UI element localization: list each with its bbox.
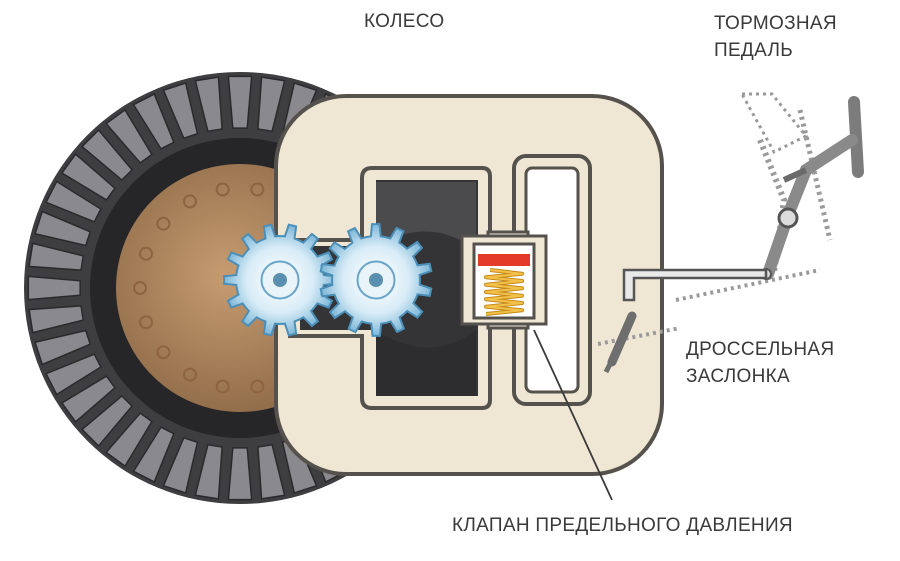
brake-pedal-icon bbox=[622, 92, 864, 302]
throttle-valve-icon bbox=[597, 311, 681, 374]
pedal-pivot bbox=[777, 207, 799, 229]
gear-icon bbox=[223, 223, 337, 337]
pump-gears bbox=[223, 223, 433, 337]
label-wheel: КОЛЕСО bbox=[364, 11, 445, 32]
label-relief-valve: КЛАПАН ПРЕДЕЛЬНОГО ДАВЛЕНИЯ bbox=[452, 515, 793, 536]
label-brake-pedal: ТОРМОЗНАЯ ПЕДАЛЬ bbox=[714, 13, 837, 61]
valve-cap bbox=[478, 254, 530, 266]
spring-icon bbox=[484, 268, 524, 316]
push-rod bbox=[622, 268, 768, 302]
label-throttle: ДРОССЕЛЬНАЯ ЗАСЛОНКА bbox=[686, 339, 835, 387]
relief-valve bbox=[460, 234, 548, 326]
relief-valve-leader-line bbox=[533, 329, 613, 501]
gear-icon bbox=[319, 223, 433, 337]
